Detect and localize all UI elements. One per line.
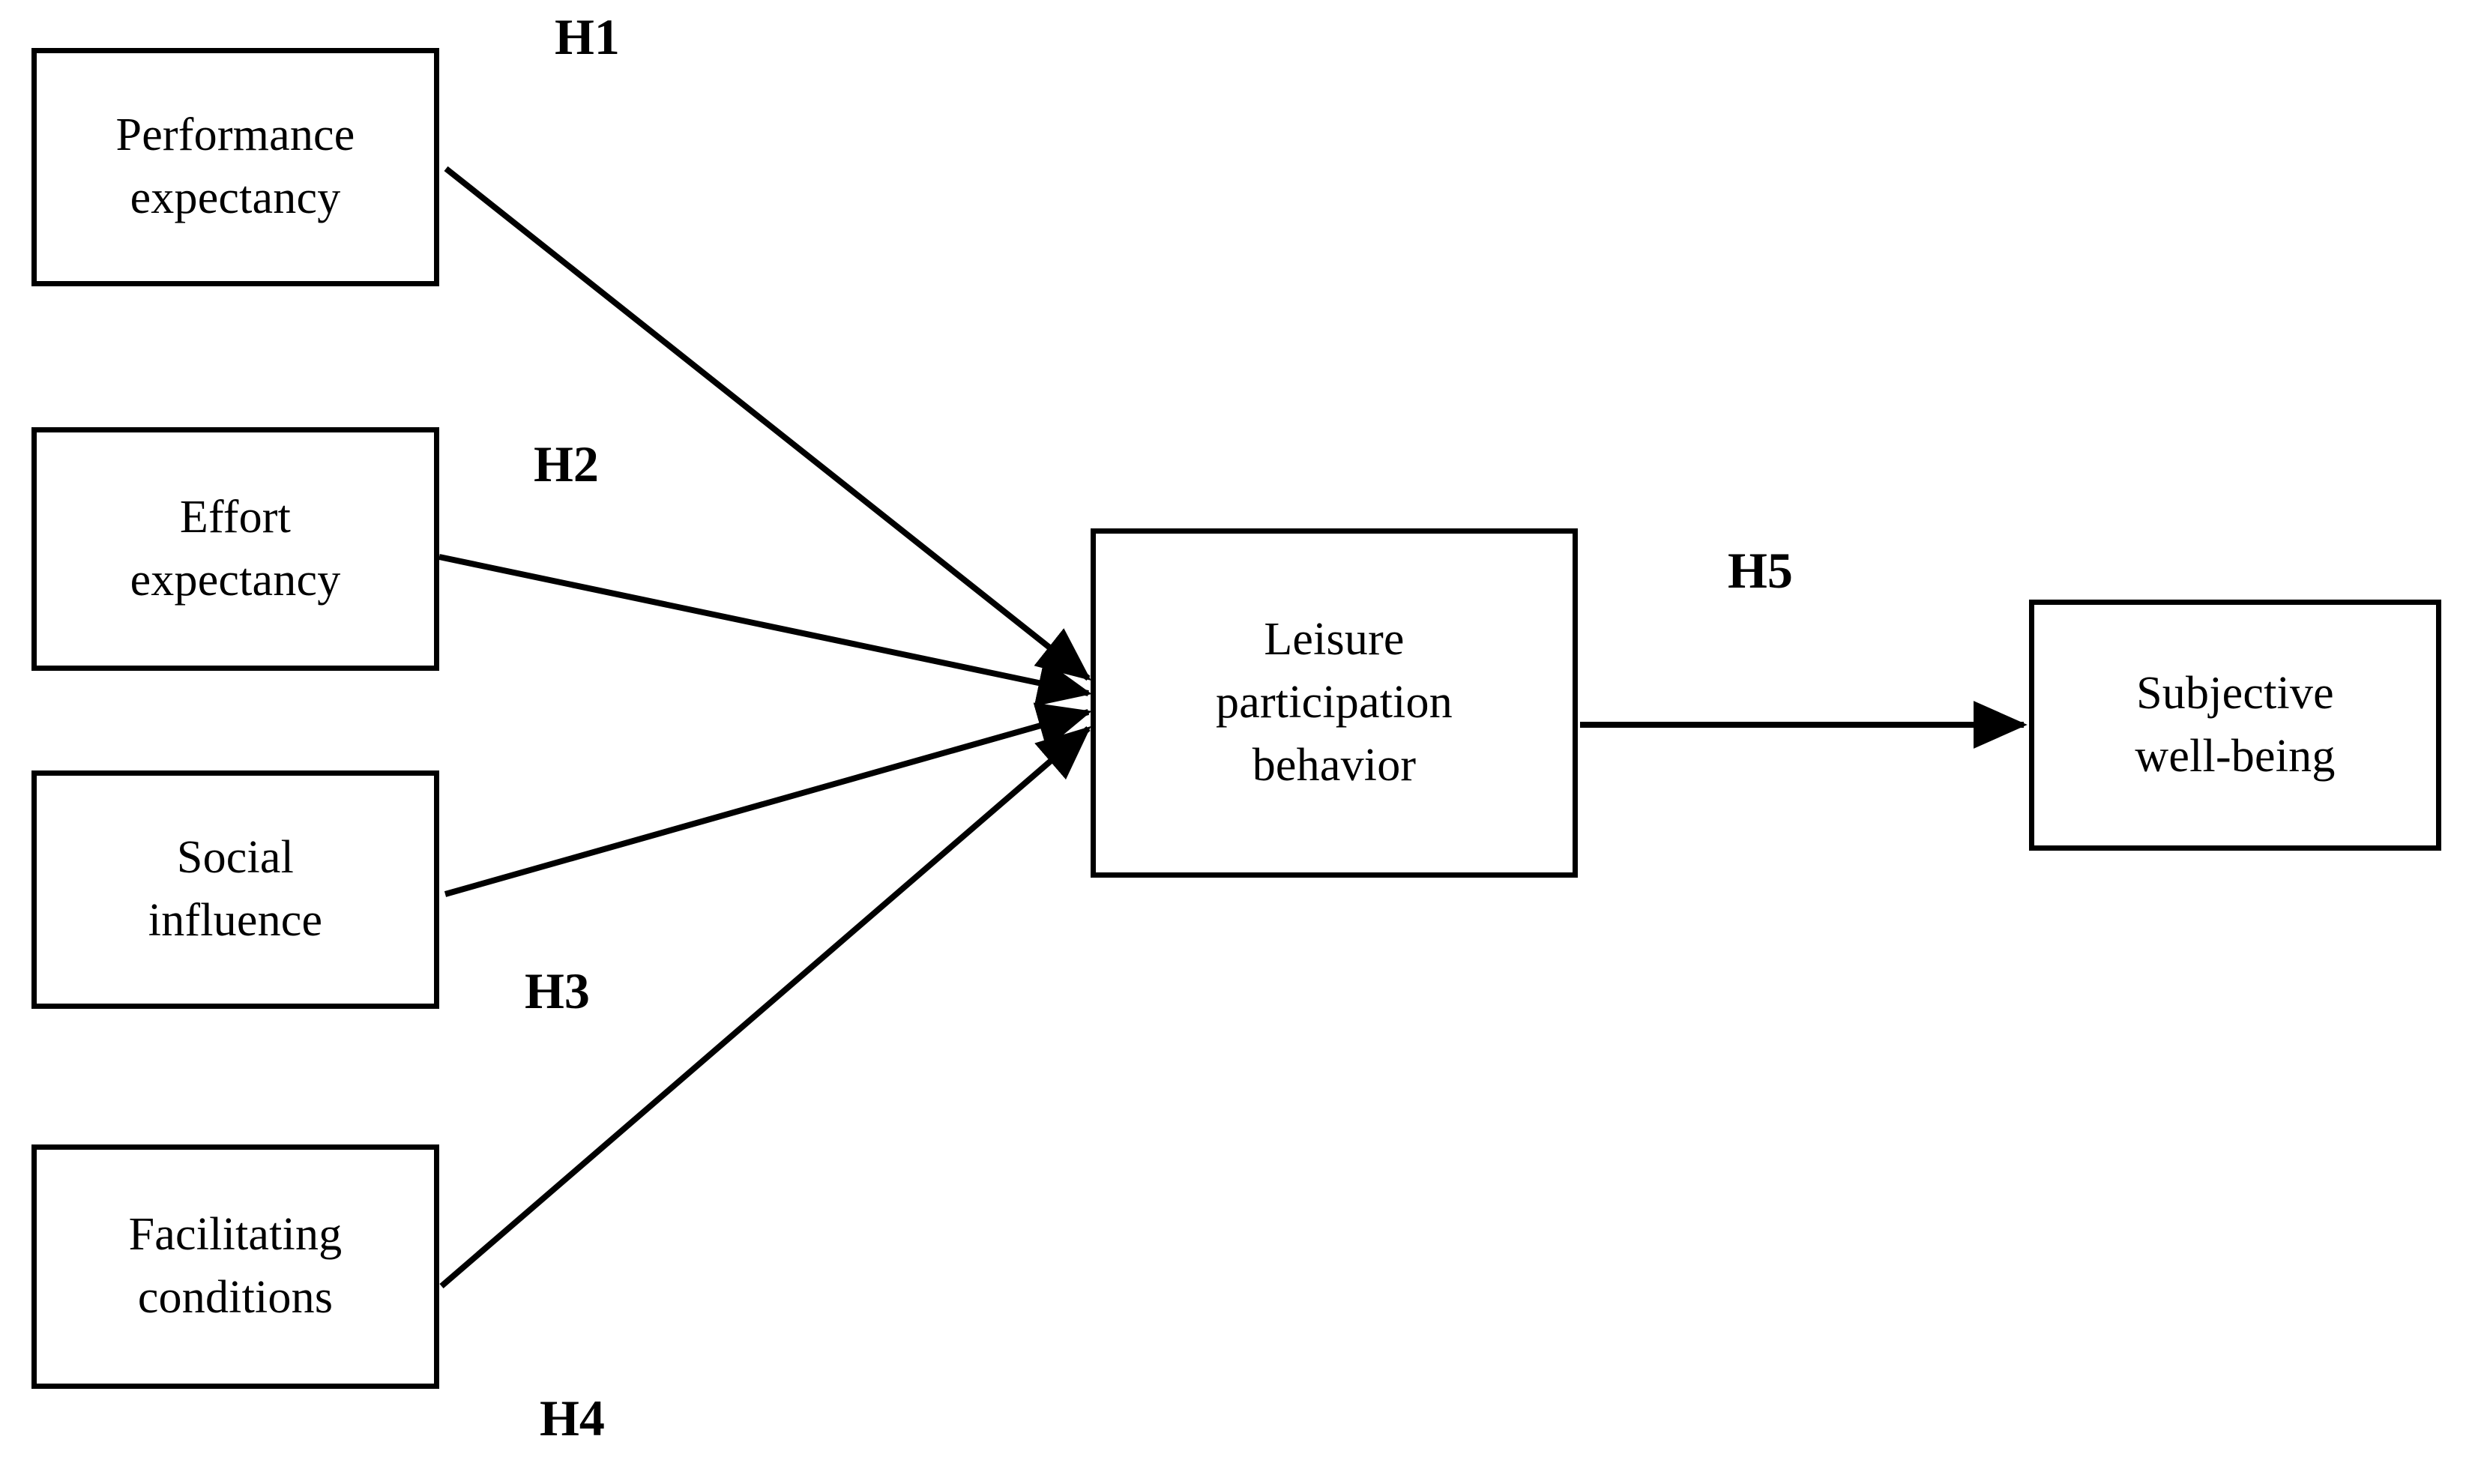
node-label-line-1: Social — [176, 832, 295, 884]
edge-h4 — [439, 726, 1091, 1289]
node-label: Effort expectancy — [123, 486, 349, 612]
node-label-line-2: participation — [1216, 677, 1453, 729]
node-performance-expectancy[interactable]: Performance expectancy — [31, 48, 439, 286]
edge-layer — [438, 166, 2028, 1289]
node-label-line-1: Performance — [115, 109, 355, 161]
node-label: Subjective well-being — [2127, 663, 2342, 788]
node-label-line-1: Effort — [179, 491, 292, 543]
hypothesis-label-h2: H2 — [534, 435, 599, 492]
edge-h3 — [444, 702, 1092, 897]
node-label-line-2: influence — [148, 895, 323, 946]
node-label: Social influence — [141, 827, 330, 952]
hypothesis-label-h3: H3 — [525, 962, 590, 1019]
hypothesis-label-h1: H1 — [555, 8, 620, 65]
node-effort-expectancy[interactable]: Effort expectancy — [31, 427, 439, 671]
node-label-line-2: expectancy — [130, 554, 341, 606]
node-label-line-1: Leisure — [1264, 614, 1405, 666]
node-label-line-2: well-being — [2135, 730, 2336, 782]
edge-h2 — [438, 554, 1092, 707]
edge-h1 — [444, 166, 1091, 681]
node-label-line-2: expectancy — [130, 172, 341, 223]
node-label: Leisure participation behavior — [1208, 609, 1460, 797]
node-label-line-1: Subjective — [2136, 667, 2334, 719]
node-label-line-1: Facilitating — [128, 1209, 343, 1261]
hypothesis-label-h4: H4 — [540, 1390, 605, 1447]
node-social-influence[interactable]: Social influence — [31, 770, 439, 1009]
node-leisure-participation-behavior[interactable]: Leisure participation behavior — [1091, 528, 1578, 878]
node-facilitating-conditions[interactable]: Facilitating conditions — [31, 1144, 439, 1389]
node-label-line-3: behavior — [1252, 739, 1417, 791]
node-subjective-well-being[interactable]: Subjective well-being — [2029, 600, 2441, 851]
hypothesis-label-h5: H5 — [1728, 542, 1793, 599]
node-label-line-2: conditions — [137, 1272, 334, 1323]
node-label: Performance expectancy — [109, 104, 363, 229]
node-label: Facilitating conditions — [121, 1204, 350, 1329]
